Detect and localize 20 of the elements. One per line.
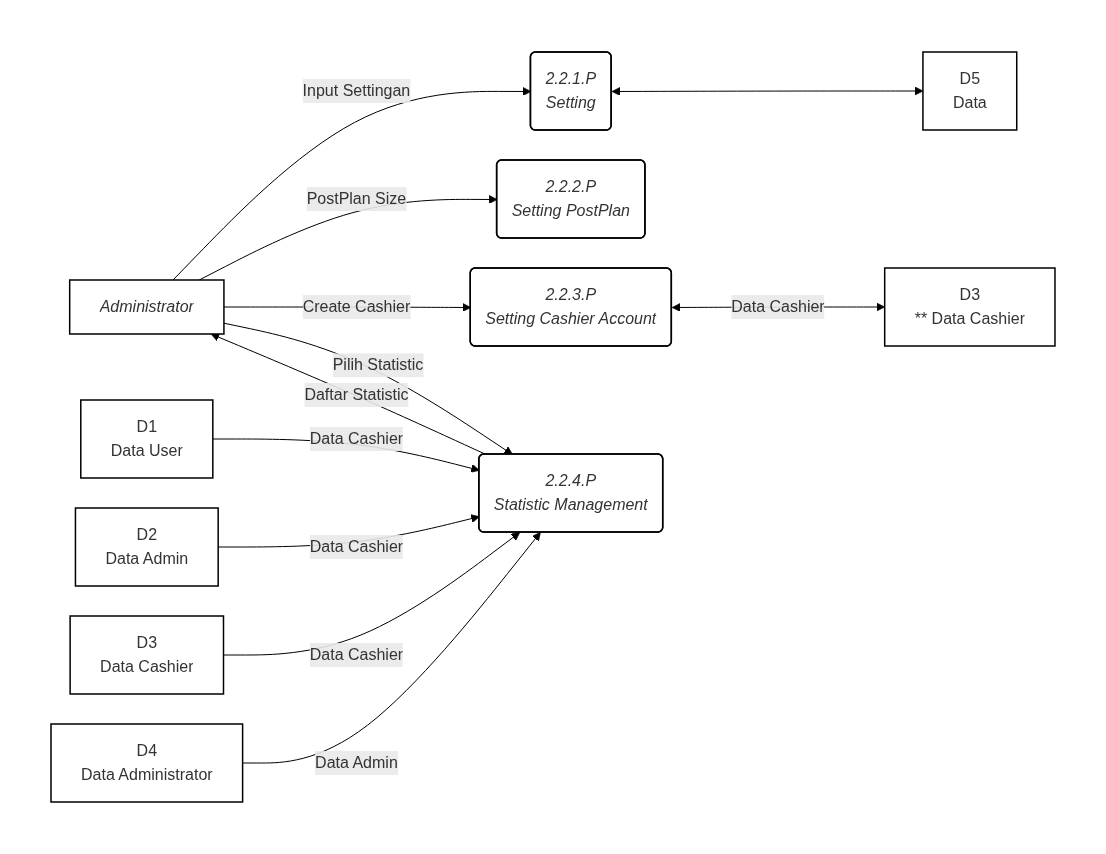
edge-label: Input Settingan [302,82,411,99]
arrow [242,532,541,764]
node-box: D1 Data User [80,399,214,479]
edge-label: Data Cashier [309,430,404,447]
arrow [223,532,521,656]
node-box: Administrator [68,279,225,335]
arrow [223,322,513,455]
edge-label: Data Cashier [309,646,404,663]
edge-label: PostPlan Size [306,190,407,207]
node-box: D2 Data Admin [74,507,219,587]
edge-label: Data Admin [315,754,398,771]
node-box: D4 Data Administrator [50,723,244,803]
edge-label: Pilih Statistic [332,356,424,374]
edge-label: Data Cashier [309,538,404,555]
node-box: D3 Data Cashier [69,615,225,695]
edge-label: Data Cashier [731,298,825,315]
edge-label: Create Cashier [302,298,411,315]
node-box: D5 Data [922,51,1018,131]
edge-label: Daftar Statistic [304,386,409,403]
node-box: D3 ** Data Cashier [883,267,1056,347]
